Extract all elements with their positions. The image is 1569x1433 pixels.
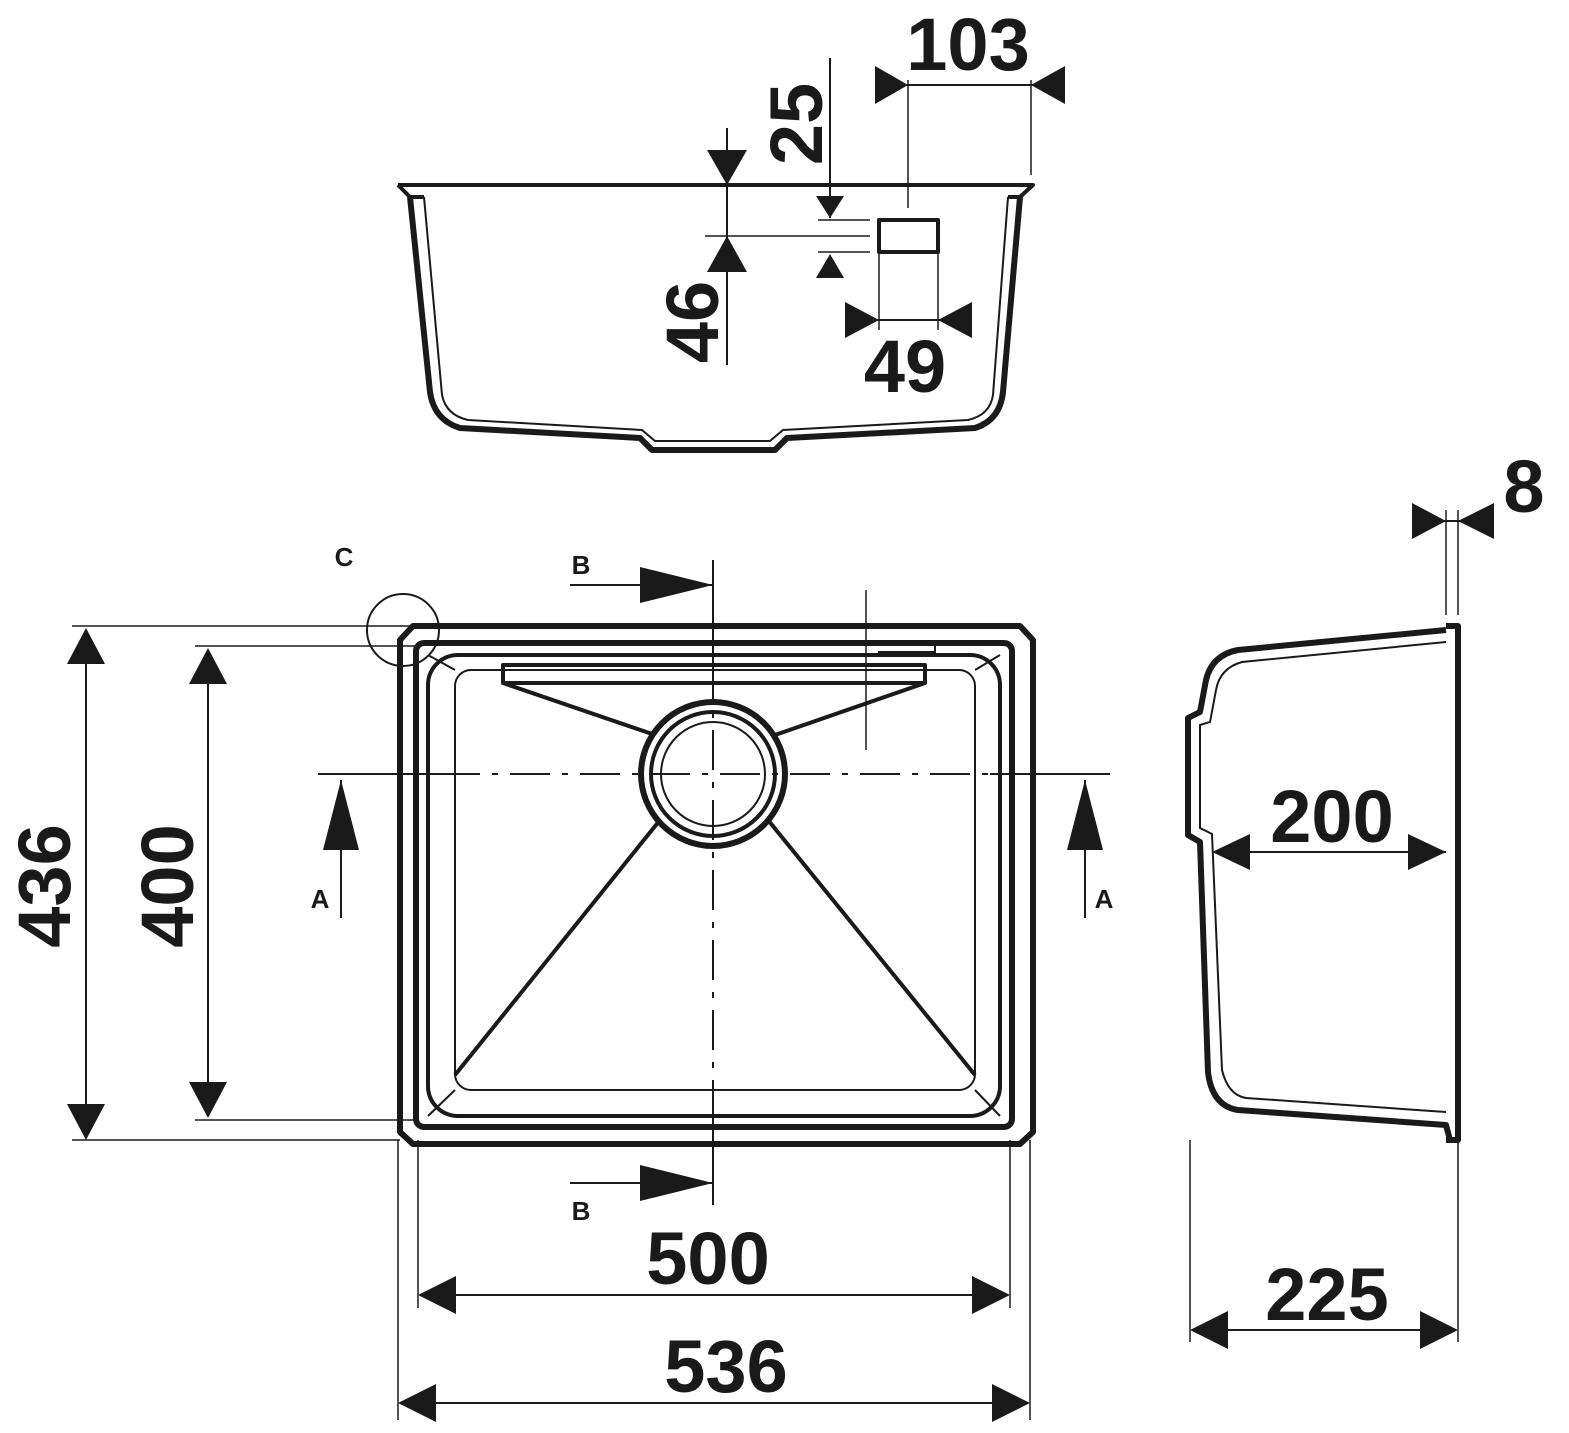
front-section-view: 103 25 46 49 — [396, 3, 1065, 453]
dim-46-label: 46 — [651, 281, 734, 363]
dim-8-label: 8 — [1503, 445, 1544, 528]
dim-536-label: 536 — [664, 1325, 787, 1408]
dim-436-label: 436 — [3, 824, 86, 947]
plan-view: A A B B C 436 400 500 — [3, 542, 1114, 1422]
dim-225-label: 225 — [1265, 1253, 1388, 1336]
section-a-right-label: A — [1095, 884, 1114, 914]
detail-c-circle — [366, 593, 440, 667]
dim-500-label: 500 — [646, 1217, 769, 1300]
dim-400-label: 400 — [126, 824, 209, 947]
section-a-left-label: A — [311, 884, 330, 914]
dim-103-label: 103 — [906, 3, 1029, 86]
dim-25-label: 25 — [755, 83, 838, 165]
overflow-slot — [877, 218, 940, 254]
dim-49-label: 49 — [864, 325, 946, 408]
drain — [638, 699, 788, 849]
detail-c-label: C — [335, 542, 354, 572]
dim-200-label: 200 — [1270, 775, 1393, 858]
side-section-view: 8 200 225 — [1185, 445, 1545, 1349]
section-b-bottom-label: B — [572, 1196, 591, 1226]
section-b-top-label: B — [572, 550, 591, 580]
